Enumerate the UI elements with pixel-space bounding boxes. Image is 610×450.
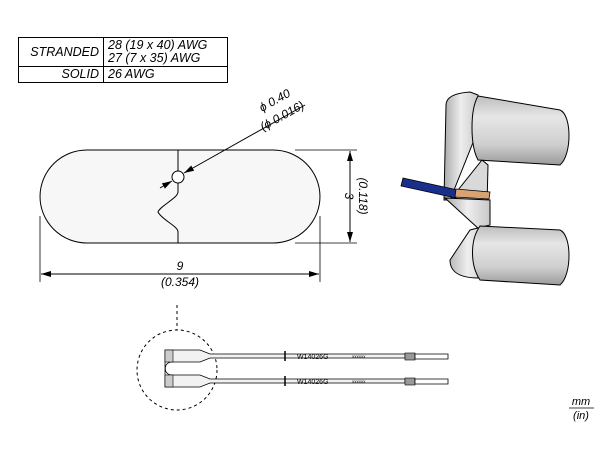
- table-row: STRANDED 28 (19 x 40) AWG 27 (7 x 35) AW…: [18, 37, 228, 67]
- width-in: (0.354): [161, 275, 199, 289]
- stranded-value-1: 28 (19 x 40) AWG: [108, 38, 208, 52]
- detail-circle: [136, 329, 218, 411]
- tip-3d-illustration: [400, 91, 570, 286]
- height-mm: 3: [342, 193, 356, 200]
- solid-value: 26 AWG: [103, 66, 228, 83]
- tip-part-number: W14026G: [297, 354, 329, 361]
- tip-part-number: W14026G: [297, 379, 329, 386]
- unit-mm: mm: [572, 396, 590, 408]
- wire-insulation: [400, 177, 459, 199]
- width-mm: 9: [177, 259, 184, 273]
- tip-side-view: [136, 305, 449, 411]
- tip-marking: xxxxxx: [352, 379, 366, 384]
- wire-hole: [171, 170, 185, 184]
- wire-spec-table: STRANDED 28 (19 x 40) AWG 27 (7 x 35) AW…: [18, 37, 228, 83]
- wire-type-stranded: STRANDED: [18, 37, 104, 67]
- tip-top-view: [39, 104, 357, 282]
- wire-conductor: [454, 188, 491, 200]
- table-row: SOLID 26 AWG: [18, 66, 228, 83]
- stranded-value-2: 27 (7 x 35) AWG: [108, 51, 201, 65]
- tip-marking: xxxxxx: [352, 354, 366, 359]
- stranded-values: 28 (19 x 40) AWG 27 (7 x 35) AWG: [103, 37, 228, 67]
- height-in: (0.118): [356, 177, 370, 214]
- unit-in: (in): [573, 410, 589, 422]
- wire-type-solid: SOLID: [18, 66, 104, 83]
